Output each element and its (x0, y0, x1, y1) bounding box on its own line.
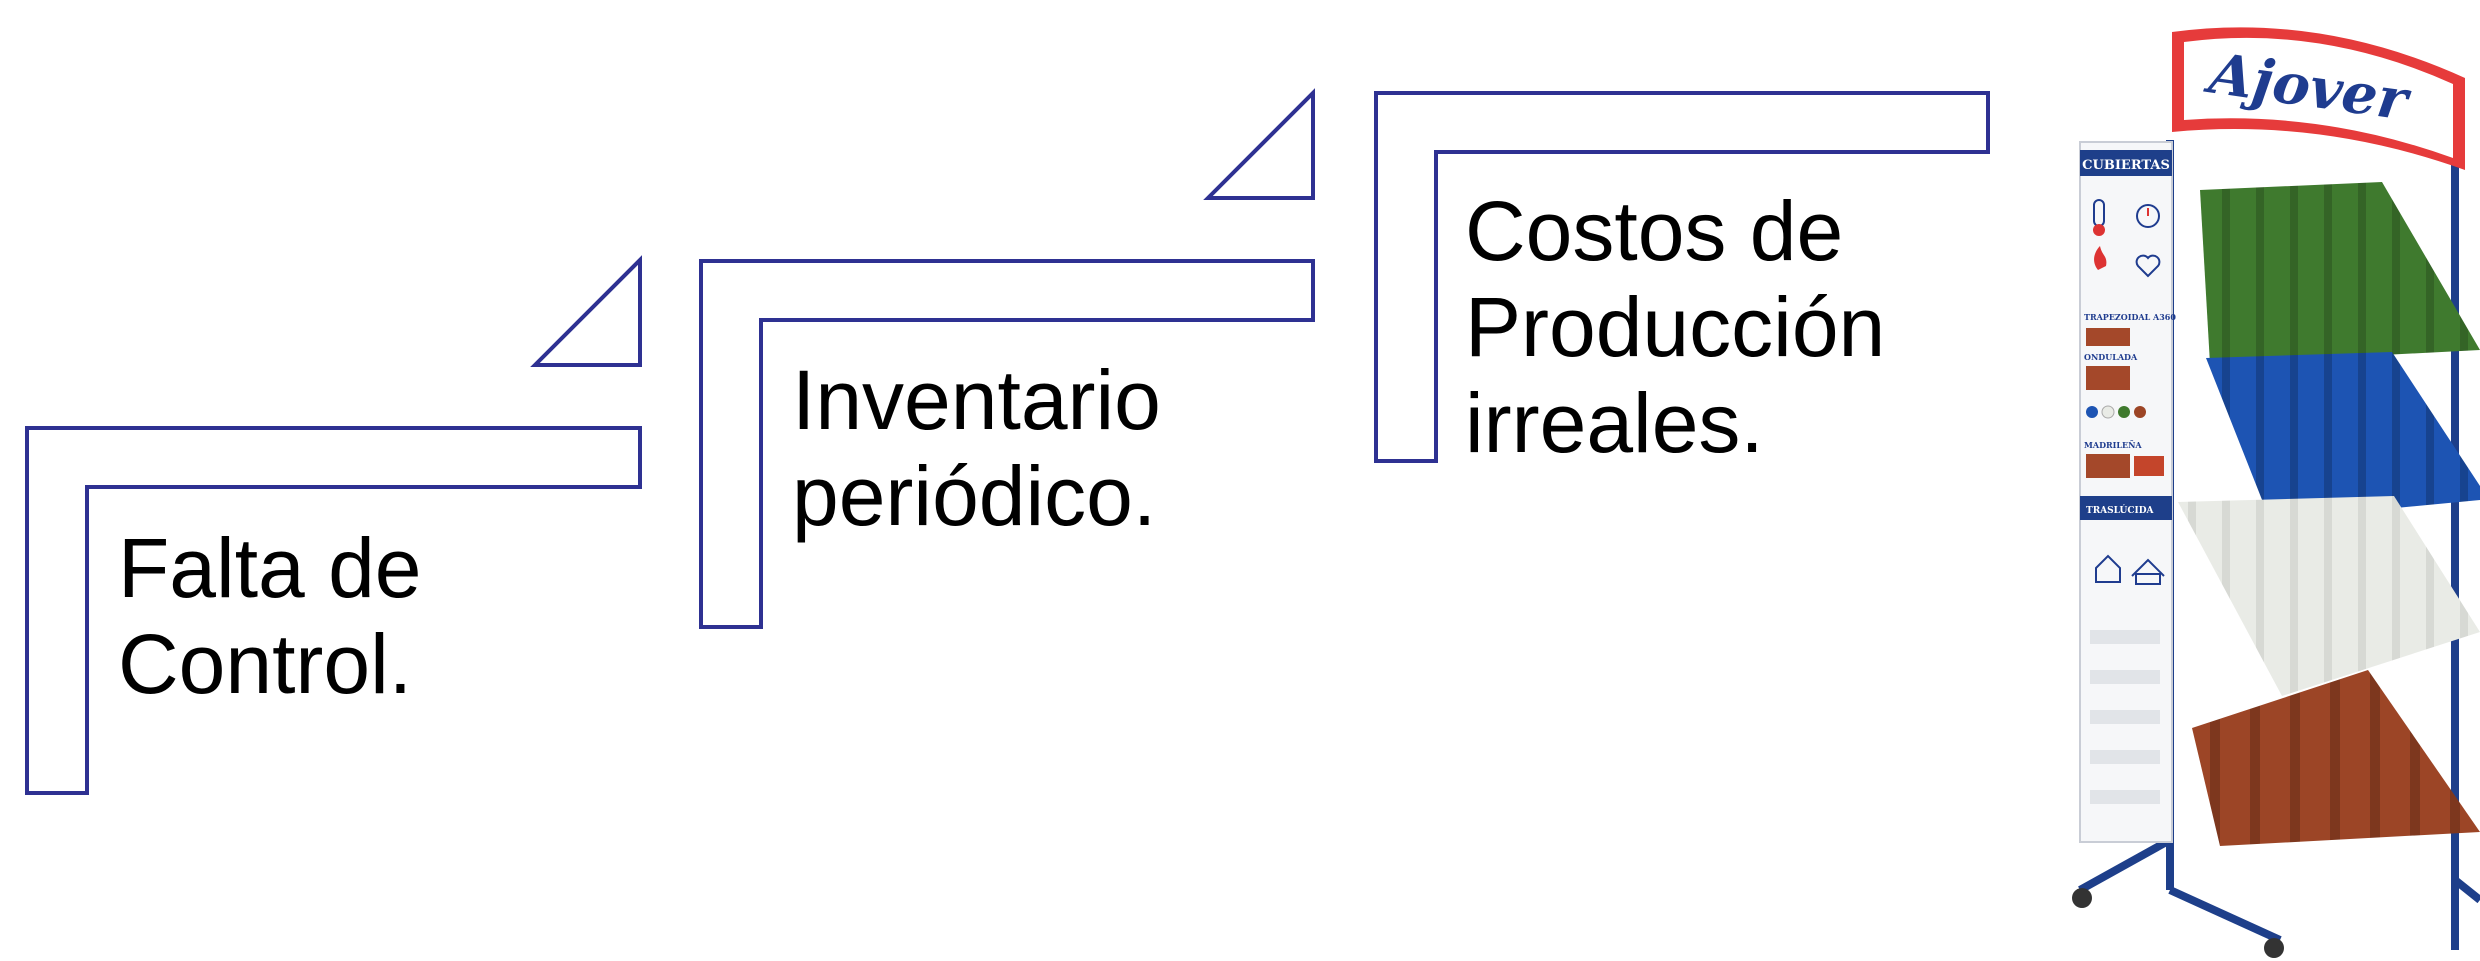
thermometer-icon (2093, 199, 2105, 236)
step-1-text: Falta de Control. (118, 520, 422, 712)
step-1-line-1: Falta de (118, 521, 422, 615)
rack-wheel (2072, 888, 2092, 908)
step-1-shape (25, 255, 642, 795)
step-3-corner-bracket (1374, 91, 1990, 463)
info-panel: CUBIERTAS TRAPEZOIDAL A360 ONDULADA MADR… (2079, 141, 2176, 843)
step-1-corner-bracket (25, 426, 642, 795)
rack-wheel (2264, 938, 2284, 958)
panel-label-madrilena: MADRILEÑA (2084, 440, 2142, 450)
brand-sign: Ajover (2172, 27, 2465, 171)
step-2-corner-arrow (1203, 88, 1315, 200)
step-2-line-1: Inventario (792, 353, 1161, 447)
house-icon (2095, 554, 2121, 583)
clock-icon (2136, 204, 2160, 228)
step-1-corner-arrow (530, 255, 642, 367)
step-3-text: Costos de Producción irreales. (1465, 183, 1885, 471)
tile-sheet-white (2178, 496, 2480, 696)
step-2-text: Inventario periódico. (792, 352, 1161, 544)
step-3-line-3: irreales. (1465, 376, 1764, 470)
panel-label-trapezoidal: TRAPEZOIDAL A360 (2084, 312, 2176, 322)
panel-label-ondulada: ONDULADA (2084, 352, 2138, 362)
step-3-line-1: Costos de (1465, 184, 1844, 278)
panel-label-traslucida: TRASLÚCIDA (2086, 504, 2155, 516)
step-3-line-2: Producción (1465, 280, 1886, 374)
tile-sheet-green (2200, 182, 2480, 364)
tile-sheet-blue (2206, 352, 2480, 520)
tile-sheet-terracotta (2192, 670, 2480, 846)
roof-icon (2131, 558, 2165, 585)
heart-icon (2135, 254, 2161, 278)
step-2-shape (699, 88, 1315, 629)
step-1-line-2: Control. (118, 617, 413, 711)
step-2-corner-bracket (699, 259, 1315, 629)
fire-icon (2094, 246, 2107, 270)
step-3-shape (1374, 91, 1990, 463)
step-2-line-2: periódico. (792, 449, 1157, 543)
product-display-photo: CUBIERTAS TRAPEZOIDAL A360 ONDULADA MADR… (2072, 27, 2480, 958)
panel-heading: CUBIERTAS (2082, 158, 2170, 173)
